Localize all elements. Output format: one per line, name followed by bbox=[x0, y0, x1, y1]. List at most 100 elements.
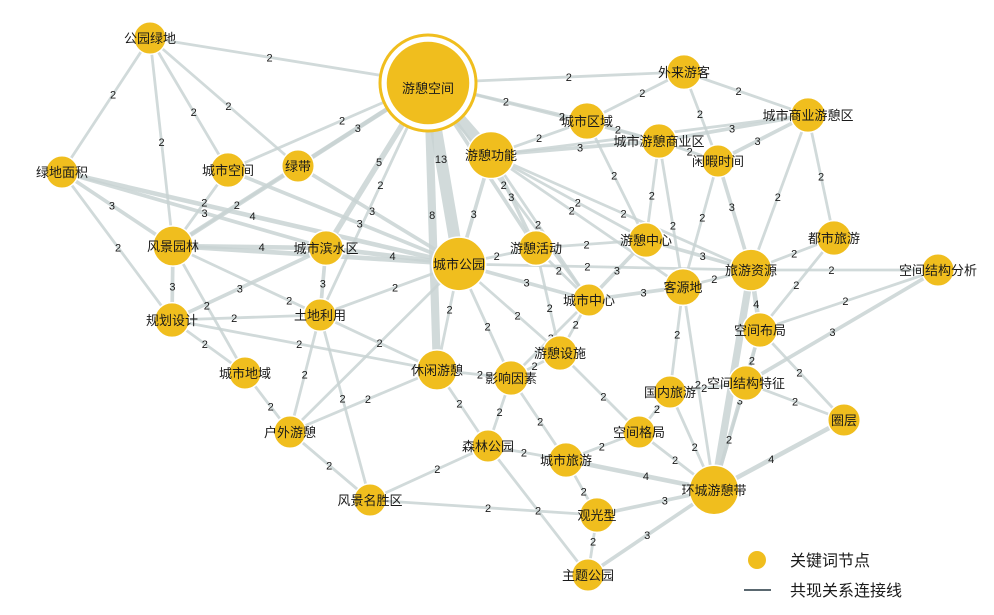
edge-xianxia_shijian-kehuan_di bbox=[681, 159, 720, 289]
edge-weight-label: 2 bbox=[793, 280, 799, 292]
edge-senlin_gongyuan-fengjing_mingshengqu bbox=[368, 444, 490, 502]
edge-weight-label: 3 bbox=[508, 192, 514, 204]
edge-weight-label: 2 bbox=[446, 305, 452, 317]
node-zhuti_gongyuan bbox=[570, 557, 606, 593]
edge-weight-label: 3 bbox=[737, 395, 743, 407]
edge-weight-label: 2 bbox=[158, 137, 164, 149]
edge-weight-label: 2 bbox=[791, 248, 797, 260]
edge-weight-label: 2 bbox=[670, 221, 676, 233]
node-label-tudi_liyong: 土地利用 bbox=[294, 309, 346, 324]
edge-weight-label: 2 bbox=[266, 52, 272, 64]
edge-tudi_liyong-huwai_youqi bbox=[288, 313, 322, 434]
node-kongjian_buju bbox=[741, 311, 779, 349]
edge-weight-label: 3 bbox=[357, 219, 363, 231]
edge-weight-label: 3 bbox=[640, 287, 646, 299]
node-youqi_huodong bbox=[517, 229, 555, 267]
legend: 关键词节点 共现关系连接线 bbox=[744, 551, 902, 600]
node-label-fengjing_yuanlin: 风景园林 bbox=[147, 240, 199, 255]
edge-fengjing_yuanlin-chengshi_binshuiqu bbox=[170, 243, 329, 251]
edge-zhuti_gongyuan-senlin_gongyuan bbox=[486, 444, 590, 577]
edge-weight-label: 2 bbox=[599, 441, 605, 453]
node-label-guihua_sheji: 规划设计 bbox=[146, 314, 198, 329]
node-gongyuan_lvdi bbox=[132, 20, 168, 56]
edge-weight-label: 3 bbox=[109, 200, 115, 212]
edge-weight-label: 2 bbox=[496, 407, 502, 419]
edge-guihua_sheji-tudi_liyong bbox=[170, 313, 322, 322]
edge-weight-label: 2 bbox=[775, 192, 781, 204]
node-fengjing_mingshengqu bbox=[352, 482, 388, 518]
edge-weight-label: 2 bbox=[202, 339, 208, 351]
node-xiuxian_youqi bbox=[416, 349, 458, 391]
node-label-huwai_youqi: 户外游憩 bbox=[264, 425, 316, 441]
node-youqi_gongneng bbox=[466, 130, 516, 180]
node-huancheng_youqidai bbox=[688, 464, 740, 516]
node-label-chengshi_quyu: 城市区域 bbox=[561, 114, 613, 130]
edge-weight-label: 3 bbox=[755, 136, 761, 148]
edge-weight-label: 2 bbox=[536, 133, 542, 145]
node-label-wailai_youke: 外来游客 bbox=[658, 65, 710, 81]
edge-weight-label: 3 bbox=[169, 282, 175, 294]
edge-weight-label: 4 bbox=[389, 251, 395, 263]
node-chengshi_gongyuan bbox=[431, 236, 487, 292]
edge-weight-label: 2 bbox=[796, 367, 802, 379]
edge-gongyuan_lvdi-chengshi_kongjian bbox=[148, 36, 230, 172]
edge-weight-label: 2 bbox=[339, 115, 345, 127]
edge-weight-label: 2 bbox=[692, 442, 698, 454]
node-yingxiang_yinsu bbox=[492, 359, 530, 397]
edge-weight-label: 2 bbox=[735, 86, 741, 98]
edge-weight-label: 2 bbox=[537, 416, 543, 428]
edge-weight-label: 2 bbox=[581, 486, 587, 498]
edge-weight-label: 2 bbox=[296, 339, 302, 351]
node-label-guonei_lvyou: 国内旅游 bbox=[644, 385, 696, 401]
edge-weight-label: 3 bbox=[729, 202, 735, 214]
edge-weight-label: 2 bbox=[191, 107, 197, 119]
node-dushi_lvyou bbox=[815, 219, 853, 257]
edge-weight-label: 2 bbox=[639, 88, 645, 100]
edge-weight-label: 2 bbox=[503, 97, 509, 109]
node-chengshi_quyu bbox=[567, 101, 607, 141]
node-youqi_sheshi bbox=[541, 334, 579, 372]
edge-weight-label: 4 bbox=[643, 471, 649, 483]
edge-weight-label: 2 bbox=[377, 338, 383, 350]
node-chengshi_binshuiqu bbox=[307, 229, 345, 267]
edge-weight-label: 2 bbox=[828, 265, 834, 277]
node-label-chengshi_binshuiqu: 城市滨水区 bbox=[293, 241, 358, 257]
node-label-yingxiang_yinsu: 影响因素 bbox=[485, 371, 537, 387]
node-senlin_gongyuan bbox=[470, 428, 506, 464]
node-label-zhuti_gongyuan: 主题公园 bbox=[562, 569, 614, 584]
node-label-chengshi_shangye_youqiqu: 城市商业游憩区 bbox=[762, 108, 853, 124]
node-chengshi_diyu bbox=[227, 355, 263, 391]
edge-weight-label: 2 bbox=[501, 180, 507, 192]
node-guanguang_xing bbox=[578, 496, 616, 534]
edge-weight-label: 2 bbox=[749, 356, 755, 368]
edge-weight-label: 3 bbox=[524, 278, 530, 290]
edge-guihua_sheji-xiuxian_youqi bbox=[170, 318, 439, 372]
edge-weight-label: 2 bbox=[687, 146, 693, 158]
edge-kongjian_buju-quanceng bbox=[758, 328, 846, 422]
edge-weight-label: 2 bbox=[377, 180, 383, 192]
edge-youqi_gongneng-youqi_zhongxin bbox=[489, 153, 648, 242]
edge-weight-label: 2 bbox=[726, 435, 732, 447]
edge-weight-label: 2 bbox=[575, 198, 581, 210]
edge-weight-label: 2 bbox=[697, 109, 703, 121]
node-label-chengshi_lvyou: 城市旅游 bbox=[540, 453, 592, 469]
node-label-quanceng: 圈层 bbox=[831, 414, 857, 429]
node-label-youqi_zhongxin: 游憩中心 bbox=[620, 233, 672, 249]
node-label-kongjian_geju: 空间格局 bbox=[613, 425, 665, 441]
node-label-youqi_huodong: 游憩活动 bbox=[510, 241, 562, 257]
edge-weight-label: 2 bbox=[494, 251, 500, 263]
node-guihua_sheji bbox=[153, 301, 191, 339]
edge-weight-label: 3 bbox=[471, 209, 477, 221]
edge-weight-label: 2 bbox=[515, 311, 521, 323]
node-label-gongyuan_lvdi: 公园绿地 bbox=[124, 32, 176, 47]
node-label-lvyou_ziyuan: 旅游资源 bbox=[725, 264, 777, 279]
edge-dushi_lvyou-kongjian_buju bbox=[758, 236, 836, 332]
edge-kongjian_jiegou_fenxi-kongjian_buju bbox=[758, 268, 940, 332]
edge-xiuxian_youqi-huwai_youqi bbox=[288, 368, 439, 434]
edge-lvdi_mianji-fengjing_yuanlin bbox=[60, 170, 175, 248]
node-chengshi_shangye_youqiqu bbox=[789, 96, 827, 134]
edge-chengshi_gongyuan-huwai_youqi bbox=[288, 262, 461, 434]
node-huwai_youqi bbox=[272, 414, 308, 450]
edge-gongyuan_lvdi-fengjing_yuanlin bbox=[148, 36, 175, 248]
